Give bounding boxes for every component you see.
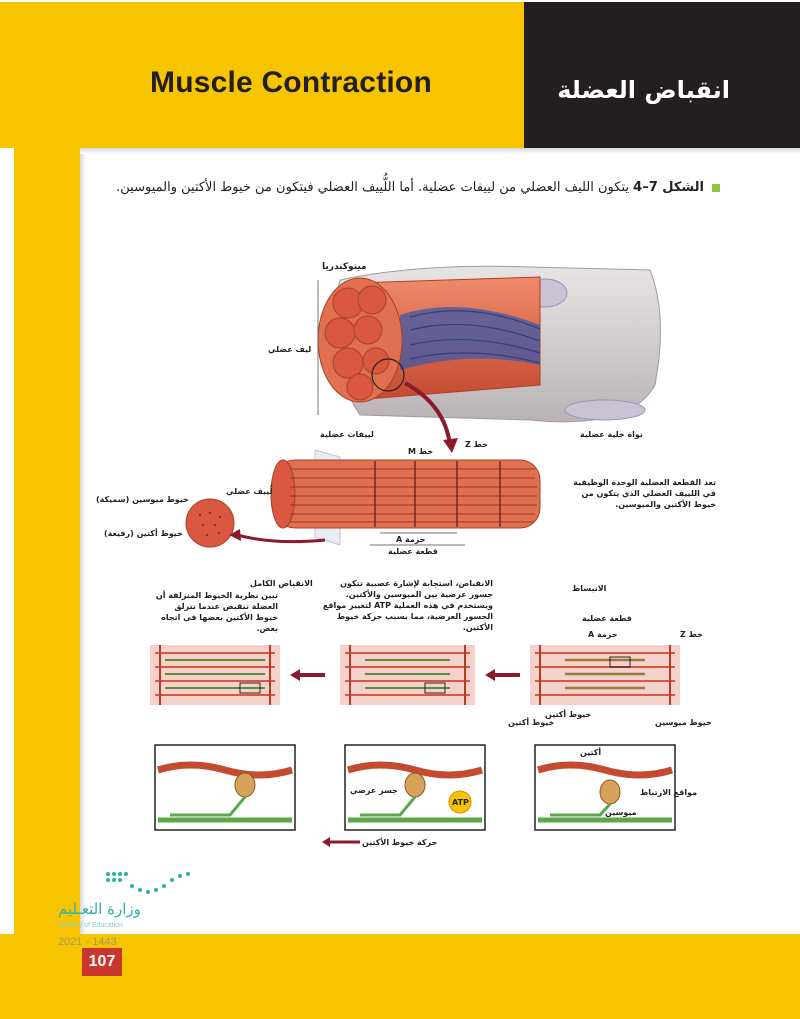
side-shadow: [80, 148, 86, 938]
label-myosin-filaments: خيوط ميوسين: [655, 718, 712, 727]
label-zoom-actin: أكتين: [580, 748, 602, 757]
caption-text: يتكون الليف العضلي من لييفات عضلية. أما …: [116, 180, 629, 195]
figure-label: الشكل 7–4: [633, 180, 704, 195]
ministry-logo-icon: [106, 872, 190, 894]
label-zoom-myosin: ميوسين: [605, 808, 637, 817]
top-shadow: [80, 148, 800, 154]
full-contraction-text: تبين نظرية الخيوط المنزلقة أن العضلة تنق…: [155, 591, 278, 633]
label-z-line: خط Z: [465, 440, 488, 449]
label-actin-movement: حركة خيوط الأكتين: [362, 838, 438, 847]
label-actin-filaments-2: خيوط أكتين: [508, 718, 555, 727]
myofibril-diagram: [185, 449, 541, 548]
sarcomere-stages: [150, 645, 680, 705]
muscle-fiber-diagram: [317, 265, 661, 453]
footer-yellow-band: [0, 934, 800, 1019]
label-a-band-top: حزمة A: [396, 535, 426, 544]
label-cross-bridge: جسر عرضي: [350, 786, 398, 795]
stage-relaxed: [530, 645, 680, 705]
sarcomere-note: تعد القطعة العضلية الوحدة الوظيفية في ال…: [573, 478, 716, 509]
ministry-name: وزارة التعـليم: [58, 900, 141, 918]
label-relaxed: الانبساط: [572, 584, 607, 593]
label-myosin-thick: خيوط ميوسين (سميكة): [96, 495, 189, 504]
page-title-english: Muscle Contraction: [150, 66, 432, 99]
page-number: 107: [82, 948, 122, 976]
zoom-panel-contracting: [344, 744, 486, 831]
label-actin-filaments: خيوط أكتين: [545, 710, 592, 719]
page-title-arabic: انقباض العضلة: [557, 76, 730, 104]
figure-caption: الشكل 7–4 يتكون الليف العضلي من لييفات ع…: [116, 180, 720, 195]
zoom-panels: [154, 744, 676, 831]
zoom-panel-full: [154, 744, 296, 831]
contracting-text: الانقباض، استجابة لإشارة عصبية تتكون جسو…: [322, 579, 493, 632]
label-binding-sites: مواقع الارتباط: [640, 788, 698, 797]
label-atp: ATP: [452, 798, 469, 807]
label-stage-z-line: خط Z: [680, 630, 703, 639]
label-full-contraction: الانقباض الكامل: [250, 579, 313, 588]
label-myofibrils: لييفات عضلية: [320, 430, 374, 439]
header-black-band: [524, 0, 800, 148]
actin-movement-arrow-icon: [322, 837, 360, 847]
label-nucleus: نواة خلية عضلية: [580, 430, 643, 439]
stage-full-contraction: [150, 645, 280, 705]
label-stage-a-band: حزمة A: [588, 630, 618, 639]
label-mitochondria: ميتوكندريا: [322, 262, 367, 272]
zoom-panel-relaxed: [534, 744, 676, 831]
label-stage-sarcomere: قطعة عضلية: [582, 614, 632, 623]
label-actin-thin: خيوط أكتين (رفيعة): [104, 529, 183, 538]
label-sarcomere-top: قطعة عضلية: [388, 547, 438, 556]
header-yellow-band: [0, 0, 524, 148]
edition-year: 2021 - 1443: [58, 936, 117, 948]
label-myofibril: لُييف عضلي: [226, 487, 273, 496]
label-muscle-fiber: ليف عضلي: [268, 345, 312, 354]
stage-contracting: [340, 645, 475, 705]
label-m-line: خط M: [408, 447, 434, 456]
caption-bullet: [712, 183, 720, 192]
top-edge: [0, 0, 800, 2]
side-yellow-bar: [14, 148, 80, 938]
ministry-name-en: Ministry of Education: [58, 922, 123, 929]
